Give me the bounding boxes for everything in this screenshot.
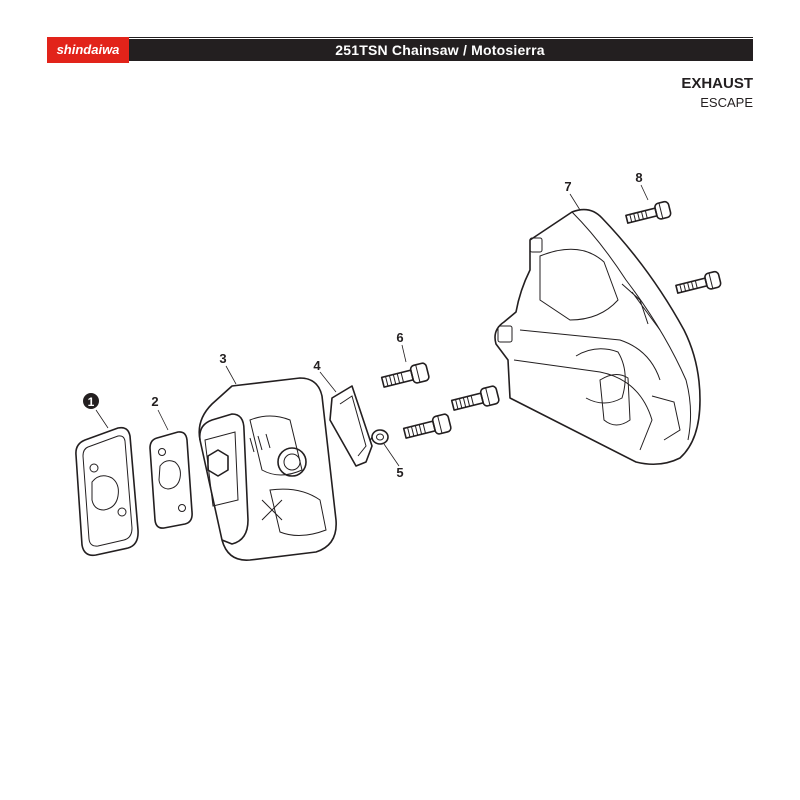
callout-6: 6 — [396, 330, 403, 345]
section-title: EXHAUST — [681, 75, 753, 92]
callout-5: 5 — [396, 465, 403, 480]
callout-1-badge — [83, 393, 99, 409]
page-header: shindaiwa 251TSN Chainsaw / Motosierra — [47, 37, 753, 63]
section-subtitle: ESCAPE — [700, 95, 753, 110]
part-6-bolts — [380, 362, 500, 439]
header-bar — [127, 39, 753, 61]
part-1-gasket — [75, 426, 139, 557]
callouts: 1 2 3 4 5 6 7 8 — [83, 170, 643, 480]
callout-4: 4 — [313, 358, 321, 373]
part-7-exhaust-cover — [494, 208, 701, 466]
part-5-washer — [369, 429, 389, 445]
header-rule — [47, 37, 753, 38]
part-4-screen — [329, 385, 373, 467]
callout-8: 8 — [635, 170, 642, 185]
leader-lines — [95, 184, 649, 467]
callout-7: 7 — [564, 179, 571, 194]
part-8-bolts — [625, 200, 722, 294]
callout-1: 1 — [88, 395, 95, 409]
callout-2: 2 — [151, 394, 158, 409]
model-title: 251TSN Chainsaw / Motosierra — [335, 42, 545, 58]
part-2-gasket — [149, 431, 193, 529]
brand-logo: shindaiwa — [47, 37, 129, 63]
part-3-muffler — [198, 377, 337, 561]
callout-3: 3 — [219, 351, 226, 366]
